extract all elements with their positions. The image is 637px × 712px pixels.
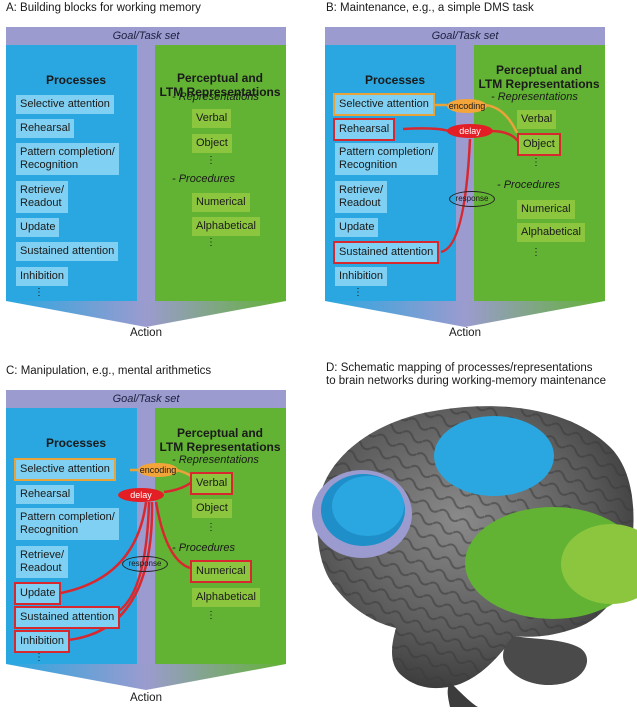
procedures-subtitle: - Procedures xyxy=(172,542,235,554)
process-rehearsal: Rehearsal xyxy=(332,118,396,141)
panel-a: Goal/Task set Processes Perceptual and L… xyxy=(6,27,286,347)
region-occipital-representation xyxy=(561,524,637,604)
process-update: Update xyxy=(335,218,379,237)
delay-node: delay xyxy=(118,488,164,502)
caption-c: C: Manipulation, e.g., mental arithmetic… xyxy=(6,365,212,377)
processes-title: Processes xyxy=(45,73,107,87)
brain-stem xyxy=(447,682,478,707)
rep-more: ⋮ xyxy=(531,157,541,168)
representations-title: Perceptual and LTM Representations xyxy=(478,63,600,91)
encoding-line-right xyxy=(484,103,519,134)
process-inhibition: Inhibition xyxy=(13,630,71,653)
procedures-subtitle: - Procedures xyxy=(172,173,235,185)
rep-object: Object xyxy=(192,499,232,518)
process-selective-attention: Selective attention xyxy=(333,93,435,116)
process-more: ⋮ xyxy=(353,287,363,298)
goal-bar: Goal/Task set xyxy=(6,27,286,45)
caption-d: D: Schematic mapping of processes/repres… xyxy=(326,362,606,387)
rep-verbal: Verbal xyxy=(192,109,232,128)
goal-bar: Goal/Task set xyxy=(325,27,605,45)
delay-line-sustained xyxy=(440,138,472,254)
caption-a: A: Building blocks for working memory xyxy=(6,2,201,14)
action-label: Action xyxy=(130,692,162,704)
proc-more: ⋮ xyxy=(531,247,541,258)
delay-line-object xyxy=(490,129,519,142)
rep-verbal: Verbal xyxy=(517,110,557,129)
goal-bar: Goal/Task set xyxy=(6,390,286,408)
proc-numerical: Numerical xyxy=(190,560,252,583)
proc-numerical: Numerical xyxy=(517,200,575,219)
panel-c: Goal/Task set Processes Perceptual and L… xyxy=(6,390,286,710)
encoding-node: encoding xyxy=(138,463,178,477)
response-node: response xyxy=(449,191,495,207)
region-parietal-process xyxy=(434,416,554,496)
rep-object: Object xyxy=(192,134,232,153)
panel-d xyxy=(300,392,637,707)
rep-object: Object xyxy=(517,133,561,156)
delay-node: delay xyxy=(447,124,493,138)
proc-alphabetical: Alphabetical xyxy=(192,588,260,607)
encoding-node: encoding xyxy=(447,99,487,113)
process-update: Update xyxy=(16,218,60,237)
process-update: Update xyxy=(13,582,62,605)
process-selective-attention: Selective attention xyxy=(14,458,116,481)
process-retrieve: Retrieve/ Readout xyxy=(16,546,69,578)
process-inhibition: Inhibition xyxy=(16,267,69,286)
rep-more: ⋮ xyxy=(206,155,216,166)
process-rehearsal: Rehearsal xyxy=(16,485,75,504)
procedures-subtitle: - Procedures xyxy=(497,179,560,191)
rep-more: ⋮ xyxy=(206,522,216,533)
representations-subtitle: - Representations xyxy=(491,91,578,103)
representations-subtitle: - Representations xyxy=(172,91,259,103)
delay-line-verbal xyxy=(163,480,193,494)
process-sustained-attention: Sustained attention xyxy=(332,241,440,264)
processes-title: Processes xyxy=(45,436,107,450)
proc-alphabetical: Alphabetical xyxy=(517,223,585,242)
caption-b: B: Maintenance, e.g., a simple DMS task xyxy=(326,2,534,14)
representations-title: Perceptual and LTM Representations xyxy=(159,71,281,99)
proc-more: ⋮ xyxy=(206,237,216,248)
delay-line-numerical xyxy=(154,501,191,570)
proc-alphabetical: Alphabetical xyxy=(192,217,260,236)
brain-cerebellum xyxy=(503,636,588,686)
processes-title: Processes xyxy=(364,73,426,87)
panel-b: Goal/Task set Processes Perceptual and L… xyxy=(325,27,605,347)
proc-numerical: Numerical xyxy=(192,193,250,212)
process-retrieve: Retrieve/ Readout xyxy=(16,181,69,213)
response-node: response xyxy=(122,556,168,572)
representations-title: Perceptual and LTM Representations xyxy=(159,426,281,454)
representations-subtitle: - Representations xyxy=(172,454,259,466)
rep-verbal: Verbal xyxy=(189,472,234,495)
action-label: Action xyxy=(130,327,162,339)
region-prefrontal-process-inner xyxy=(332,476,404,536)
process-more: ⋮ xyxy=(34,652,44,663)
brain-illustration xyxy=(312,406,637,707)
process-pattern-completion: Pattern completion/ Recognition xyxy=(335,143,438,175)
process-sustained-attention: Sustained attention xyxy=(16,242,119,261)
action-label: Action xyxy=(449,327,481,339)
process-pattern-completion: Pattern completion/ Recognition xyxy=(16,143,119,175)
process-rehearsal: Rehearsal xyxy=(16,119,75,138)
delay-line-inhibition xyxy=(67,501,154,642)
process-pattern-completion: Pattern completion/ Recognition xyxy=(16,508,119,540)
process-selective-attention: Selective attention xyxy=(16,95,114,114)
process-sustained-attention: Sustained attention xyxy=(13,606,121,629)
delay-line-update xyxy=(55,501,148,596)
proc-more: ⋮ xyxy=(206,610,216,621)
delay-line-rehearsal xyxy=(402,127,450,133)
process-retrieve: Retrieve/ Readout xyxy=(335,181,388,213)
process-more: ⋮ xyxy=(34,287,44,298)
process-inhibition: Inhibition xyxy=(335,267,388,286)
